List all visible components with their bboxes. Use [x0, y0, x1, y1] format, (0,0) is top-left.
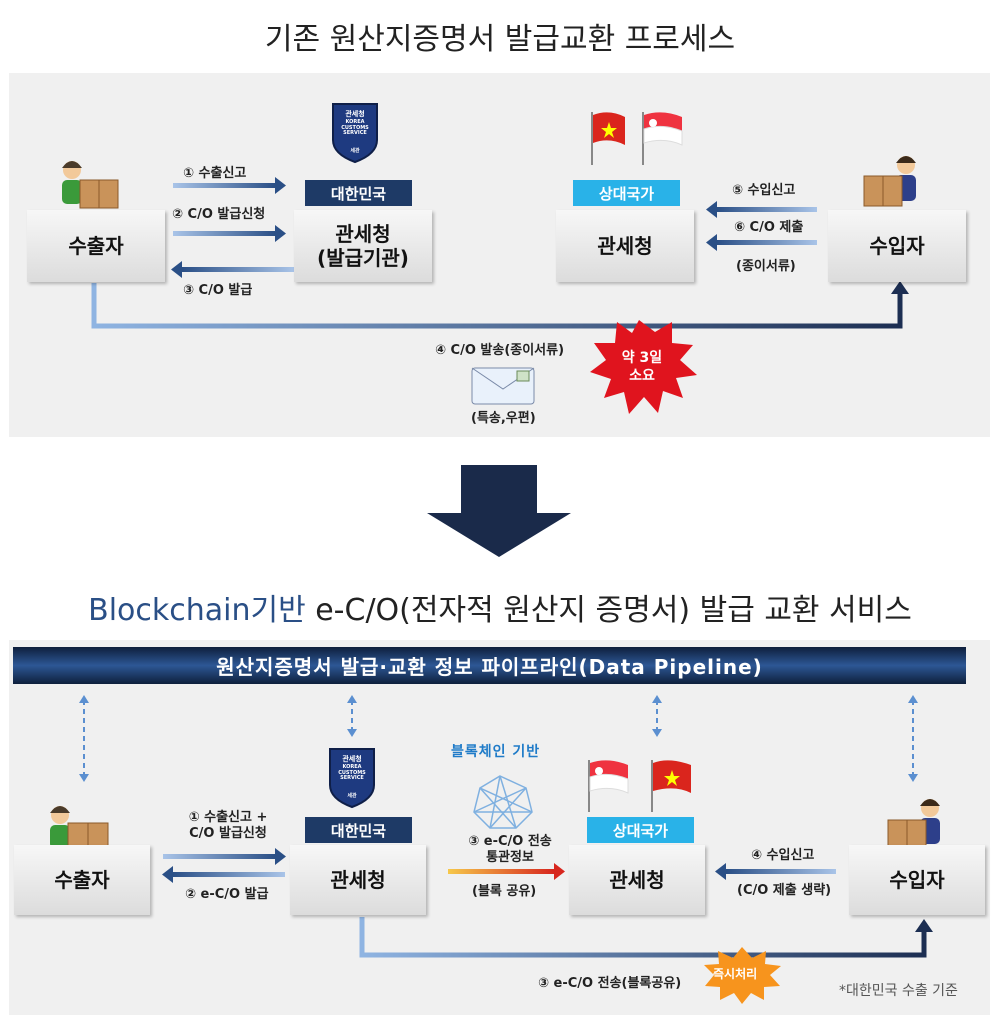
top-step2-label: ② C/O 발급신청: [172, 207, 266, 222]
top-logo-bottom-text: 세관: [350, 148, 360, 154]
customs-service-logo: [332, 103, 378, 164]
bottom-kcs-box: 관세청: [290, 845, 426, 915]
bottom-exporter-box: 수출자: [14, 845, 150, 915]
bottom-partner-tag: 상대국가: [587, 817, 694, 843]
bottom-step3-label: ③ e-C/O 전송 통관정보: [468, 834, 552, 866]
bottom-step3-transfer-label: ③ e-C/O 전송(블록공유): [538, 976, 682, 991]
singapore-flag-icon: [642, 112, 683, 165]
importer-person-icon: [887, 799, 940, 849]
duration-burst-icon: [590, 320, 697, 414]
envelope-icon: [471, 367, 535, 405]
bottom-logo-bottom-text: 세관: [347, 793, 357, 799]
bottom-partner-customs-box: 관세청: [569, 845, 705, 915]
top-step4-sub-label: (특송,우편): [471, 411, 536, 426]
instant-processing-burst-icon: [704, 947, 781, 1004]
importer-person-icon: [863, 156, 916, 207]
bottom-korea-tag: 대한민국: [305, 817, 412, 843]
top-title: 기존 원산지증명서 발급교환 프로세스: [264, 22, 736, 57]
bottom-step4-label: ④ 수입신고: [751, 848, 815, 863]
top-logo-text: 관세청: [345, 110, 365, 118]
arrow-eco-transmission: [448, 863, 565, 880]
top-partner-tag: 상대국가: [573, 180, 680, 206]
top-exporter-box: 수출자: [27, 210, 165, 282]
singapore-flag-icon: [588, 760, 629, 812]
bottom-step3-sub-label: (블록 공유): [472, 884, 537, 899]
top-korea-tag: 대한민국: [305, 180, 412, 206]
top-partner-customs-box: 관세청: [556, 210, 694, 282]
bottom-importer-box: 수입자: [849, 845, 985, 915]
top-step1-label: ① 수출신고: [183, 166, 247, 181]
bottom-title: Blockchain기반 e-C/O(전자적 원산지 증명서) 발급 교환 서비…: [0, 585, 1000, 629]
arrow-co-application: [173, 225, 286, 242]
top-step5-label: ⑤ 수입신고: [732, 183, 796, 198]
arrow-import-declaration: [715, 863, 836, 880]
data-pipeline-banner: 원산지증명서 발급·교환 정보 파이프라인(Data Pipeline): [13, 647, 966, 684]
vietnam-flag-icon: [591, 112, 625, 165]
arrow-export-declaration: [173, 177, 286, 194]
top-step3-label: ③ C/O 발급: [183, 283, 253, 298]
instant-processing-text: 즉시처리: [713, 967, 758, 981]
customs-service-logo: [329, 748, 375, 809]
top-logo-mid-text: KOREA CUSTOMS SERVICE: [341, 119, 369, 136]
bottom-logo-text: 관세청: [342, 755, 362, 763]
blockchain-label: 블록체인 기반: [451, 744, 541, 760]
arrow-co-issuance: [171, 261, 294, 278]
exporter-person-icon: [62, 161, 119, 209]
bottom-title-blockchain: Blockchain기반: [88, 593, 306, 628]
footnote: *대한민국 수출 기준: [839, 983, 958, 999]
arrow-paper-delivery: [91, 281, 909, 329]
top-importer-box: 수입자: [828, 210, 966, 282]
top-step4-label: ④ C/O 발송(종이서류): [435, 343, 565, 358]
bottom-step2-label: ② e-C/O 발급: [185, 887, 269, 902]
top-step6-sub-label: (종이서류): [736, 259, 796, 274]
arrow-co-submission: [706, 234, 817, 251]
top-step6-label: ⑥ C/O 제출: [734, 220, 804, 235]
bottom-logo-mid-text: KOREA CUSTOMS SERVICE: [338, 764, 366, 781]
top-kcs-box: 관세청 (발급기관): [294, 210, 432, 282]
arrow-export-and-co-application: [163, 848, 286, 865]
blockchain-network-icon: [473, 775, 533, 829]
bottom-title-rest: e-C/O(전자적 원산지 증명서) 발급 교환 서비스: [305, 593, 912, 628]
bottom-step4-sub-label: (C/O 제출 생략): [737, 883, 832, 898]
vietnam-flag-icon: [651, 760, 691, 812]
pipeline-dashed-arrows: [83, 700, 914, 777]
arrow-eco-issuance: [162, 866, 285, 883]
arrow-eco-block-share: [359, 917, 933, 958]
arrow-import-declaration: [706, 201, 817, 218]
bottom-step1-label: ① 수출신고 + C/O 발급신청: [188, 810, 268, 842]
top-duration-text: 약 3일 소요: [621, 350, 663, 384]
